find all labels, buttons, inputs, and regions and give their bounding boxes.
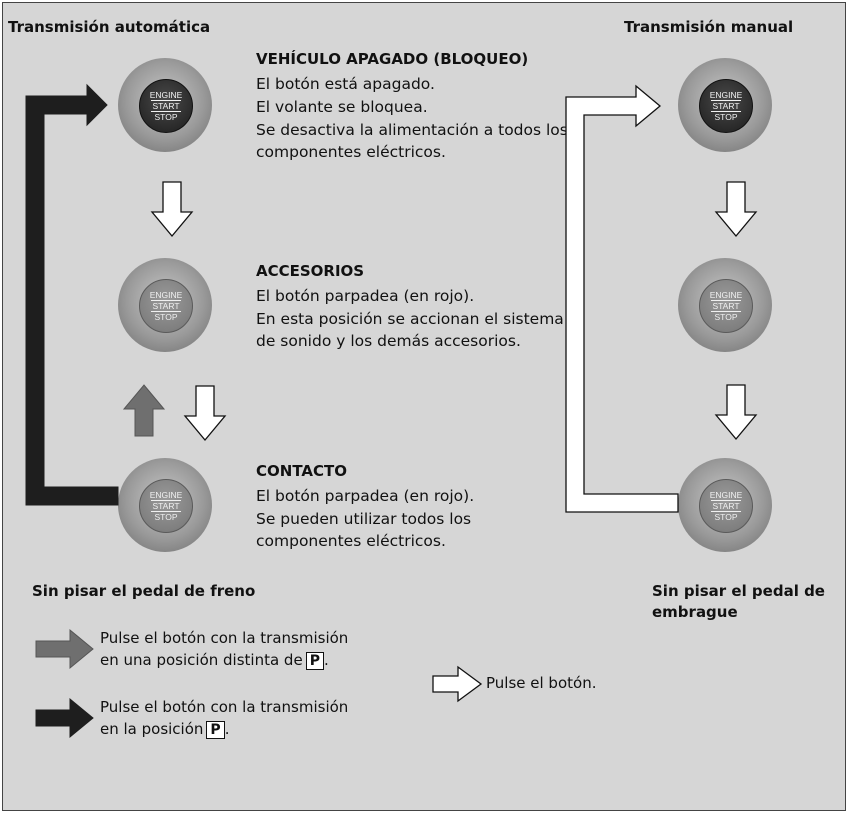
condition-clutch-line-1: Sin pisar el pedal de (652, 582, 825, 600)
state-acc-line-2: En esta posición se accionan el sistema (256, 310, 564, 328)
legend-black-line-1: Pulse el botón con la transmisión (100, 698, 349, 716)
white-down-arrow (714, 384, 758, 441)
white-down-arrow (714, 181, 758, 238)
state-on-line-3: componentes eléctricos. (256, 532, 446, 550)
legend-white-arrow (432, 665, 483, 703)
legend-gray-arrow (35, 628, 94, 670)
state-title-accessory: ACCESORIOS (256, 262, 365, 280)
condition-clutch-line-2: embrague (652, 603, 738, 621)
black-loop-arrow (25, 83, 119, 506)
header-automatic: Transmisión automática (8, 18, 211, 36)
state-on-line-2: Se pueden utilizar todos los (256, 510, 472, 528)
state-on-line-1: El botón parpadea (en rojo). (256, 487, 475, 505)
state-off-line-2: El volante se bloquea. (256, 98, 428, 116)
gray-up-arrow (122, 384, 166, 437)
legend-black-arrow (35, 697, 94, 739)
state-off-line-4: componentes eléctricos. (256, 143, 446, 161)
state-off-line-3: Se desactiva la alimentación a todos los (256, 121, 568, 139)
state-acc-line-1: El botón parpadea (en rojo). (256, 287, 475, 305)
state-title-off: VEHÍCULO APAGADO (BLOQUEO) (256, 50, 529, 68)
state-off-line-1: El botón está apagado. (256, 75, 435, 93)
legend-gray-line-1: Pulse el botón con la transmisión (100, 629, 349, 647)
state-acc-line-3: de sonido y los demás accesorios. (256, 332, 521, 350)
white-loop-arrow (565, 84, 679, 513)
condition-brake: Sin pisar el pedal de freno (32, 582, 256, 600)
park-key-icon: P (206, 721, 225, 739)
legend-white: Pulse el botón. (486, 674, 597, 692)
park-key-icon: P (305, 652, 324, 670)
white-down-arrow (150, 181, 194, 238)
state-title-on: CONTACTO (256, 462, 347, 480)
white-down-arrow (183, 385, 227, 442)
header-manual: Transmisión manual (624, 18, 794, 36)
